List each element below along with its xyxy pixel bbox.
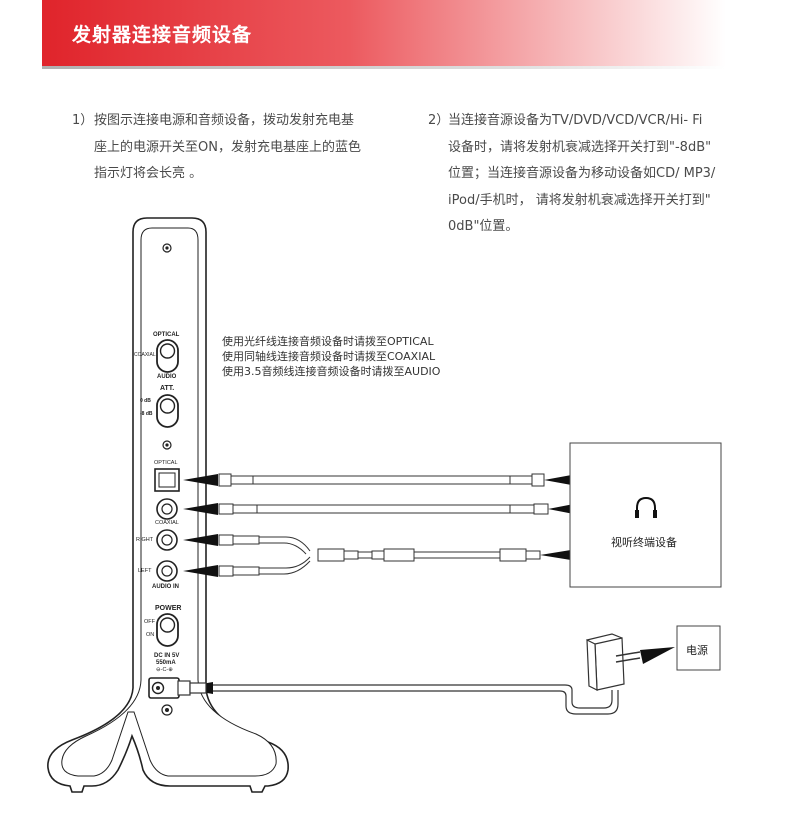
step-line: 座上的电源开关至ON，发射充电基座上的蓝色	[94, 139, 361, 155]
page-title: 发射器连接音频设备	[72, 24, 253, 46]
step-line: 设备时，请将发射机衰减选择开关打到"-8dB"	[448, 139, 712, 155]
step-line: iPod/手机时， 请将发射机衰减选择开关打到"	[448, 192, 711, 208]
optical-cable	[218, 473, 577, 487]
switch-note-coaxial: 使用同轴线连接音频设备时请拨至COAXIAL	[222, 350, 436, 363]
label-power-on: ON	[146, 632, 155, 638]
dc-in-port[interactable]	[148, 677, 180, 699]
av-terminal-box	[569, 442, 722, 588]
label-left-port: LEFT	[138, 568, 152, 574]
switch-note-audio: 使用3.5音频线连接音频设备时请拨至AUDIO	[222, 365, 441, 378]
header-shadow	[42, 66, 726, 69]
input-select-switch[interactable]	[156, 339, 179, 373]
step-number: 1）	[72, 113, 94, 128]
screw-bottom	[161, 704, 173, 716]
label-right-port: RIGHT	[136, 537, 154, 543]
label-dc-current: 550mA	[156, 660, 176, 666]
av-terminal-label: 视听终端设备	[611, 536, 677, 549]
attenuation-switch[interactable]	[156, 394, 179, 428]
step-number: 2）	[428, 113, 450, 128]
instruction-step-1: 1） 按图示连接电源和音频设备，拨动发射充电基 座上的电源开关至ON，发射充电基…	[72, 108, 402, 188]
switch-note-optical: 使用光纤线连接音频设备时请拨至OPTICAL	[222, 335, 434, 348]
label-dc-polarity: ⊖-C-⊕	[156, 667, 173, 673]
header-banner	[42, 0, 726, 66]
coaxial-port[interactable]	[156, 498, 178, 520]
label-optical-port: OPTICAL	[154, 460, 178, 466]
audio-left-port[interactable]	[156, 560, 178, 582]
power-adapter	[177, 633, 675, 715]
label-dc-in: DC IN 5V	[154, 653, 180, 659]
power-switch[interactable]	[156, 613, 179, 647]
step-line: 按图示连接电源和音频设备，拨动发射充电基	[94, 113, 355, 128]
label-audio-in: AUDIO IN	[152, 584, 179, 590]
rca-to-35mm-cable	[218, 534, 577, 577]
step-line: 当连接音源设备为TV/DVD/VCD/VCR/Hi- Fi	[448, 113, 703, 128]
optical-port[interactable]	[154, 468, 180, 492]
label-audio-switch: AUDIO	[157, 374, 177, 380]
screw-top	[162, 243, 172, 253]
audio-right-port[interactable]	[156, 529, 178, 551]
label-power-off: OFF	[144, 619, 155, 625]
power-source-box	[676, 625, 721, 671]
label-att-8db: -8 dB	[140, 411, 153, 417]
power-source-label: 电源	[686, 644, 708, 657]
label-att-0db: 0 dB	[140, 398, 151, 404]
instruction-step-2: 2） 当连接音源设备为TV/DVD/VCD/VCR/Hi- Fi 设备时，请将发…	[428, 108, 748, 241]
label-coaxial-small: COAXIAL	[134, 352, 156, 358]
step-line: 指示灯将会长亮 。	[94, 166, 203, 181]
indicator-led	[162, 440, 172, 450]
coaxial-cable	[218, 503, 579, 515]
label-att: ATT.	[160, 385, 175, 392]
step-line: 0dB"位置。	[448, 219, 519, 234]
label-coaxial-port: COAXIAL	[155, 520, 179, 526]
step-line: 位置；当连接音源设备为移动设备如CD/ MP3/	[448, 166, 716, 181]
label-optical-switch: OPTICAL	[153, 332, 180, 338]
label-power: POWER	[155, 605, 182, 612]
headphones-icon	[635, 496, 657, 518]
